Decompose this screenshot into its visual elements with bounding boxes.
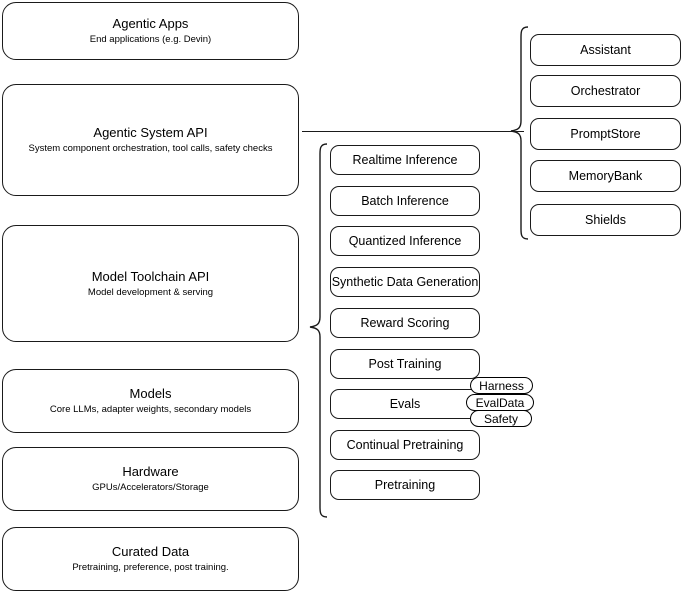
layer-subtitle: GPUs/Accelerators/Storage — [92, 482, 209, 493]
layer-subtitle: Core LLMs, adapter weights, secondary mo… — [49, 404, 252, 415]
system-box-promptstore[interactable]: PromptStore — [530, 118, 681, 150]
layer-title: Hardware — [122, 464, 179, 479]
layer-box-agentic-system-api[interactable]: Agentic System API System component orch… — [2, 84, 299, 196]
toolchain-label: Realtime Inference — [352, 152, 458, 167]
system-box-assistant[interactable]: Assistant — [530, 34, 681, 66]
layer-subtitle: Pretraining, preference, post training. — [72, 562, 229, 573]
evals-pill-harness[interactable]: Harness — [470, 377, 533, 394]
system-box-memorybank[interactable]: MemoryBank — [530, 160, 681, 192]
toolchain-label: Continual Pretraining — [346, 437, 464, 452]
toolchain-box-synthetic-data-generation[interactable]: Synthetic Data Generation — [330, 267, 480, 297]
system-box-orchestrator[interactable]: Orchestrator — [530, 75, 681, 107]
layer-title: Agentic Apps — [112, 16, 189, 31]
toolchain-box-continual-pretraining[interactable]: Continual Pretraining — [330, 430, 480, 460]
layer-title: Models — [129, 386, 172, 401]
evals-pill-evaldata[interactable]: EvalData — [466, 394, 534, 411]
toolchain-box-pretraining[interactable]: Pretraining — [330, 470, 480, 500]
brace-toolchain-components — [305, 143, 329, 519]
toolchain-box-evals[interactable]: Evals — [330, 389, 480, 419]
brace-system-components — [506, 25, 530, 241]
toolchain-box-batch-inference[interactable]: Batch Inference — [330, 186, 480, 216]
layer-box-curated-data[interactable]: Curated Data Pretraining, preference, po… — [2, 527, 299, 591]
toolchain-label: Post Training — [368, 356, 442, 371]
layer-subtitle: End applications (e.g. Devin) — [89, 34, 212, 45]
layer-box-model-toolchain-api[interactable]: Model Toolchain API Model development & … — [2, 225, 299, 342]
system-label: Orchestrator — [570, 83, 641, 98]
toolchain-box-quantized-inference[interactable]: Quantized Inference — [330, 226, 480, 256]
layer-box-models[interactable]: Models Core LLMs, adapter weights, secon… — [2, 369, 299, 433]
layer-subtitle: Model development & serving — [87, 286, 214, 298]
system-label: MemoryBank — [568, 168, 643, 183]
toolchain-label: Evals — [389, 396, 421, 411]
toolchain-label: Reward Scoring — [360, 315, 450, 330]
toolchain-box-post-training[interactable]: Post Training — [330, 349, 480, 379]
layer-title: Model Toolchain API — [91, 268, 210, 284]
layer-title: Agentic System API — [93, 125, 208, 140]
toolchain-box-realtime-inference[interactable]: Realtime Inference — [330, 145, 480, 175]
system-label: Shields — [585, 212, 626, 227]
system-label: PromptStore — [570, 126, 641, 141]
system-label: Assistant — [580, 42, 631, 57]
toolchain-label: Synthetic Data Generation — [331, 274, 479, 289]
layer-box-agentic-apps[interactable]: Agentic Apps End applications (e.g. Devi… — [2, 2, 299, 60]
layer-title: Curated Data — [111, 544, 190, 559]
toolchain-label: Quantized Inference — [348, 233, 462, 248]
toolchain-label: Batch Inference — [361, 193, 449, 208]
evals-pill-safety[interactable]: Safety — [470, 410, 532, 427]
toolchain-box-reward-scoring[interactable]: Reward Scoring — [330, 308, 480, 338]
toolchain-label: Pretraining — [374, 477, 436, 492]
layer-subtitle: System component orchestration, tool cal… — [28, 143, 273, 154]
layer-box-hardware[interactable]: Hardware GPUs/Accelerators/Storage — [2, 447, 299, 511]
system-box-shields[interactable]: Shields — [530, 204, 681, 236]
connector-line-system-api-to-components — [302, 131, 524, 132]
